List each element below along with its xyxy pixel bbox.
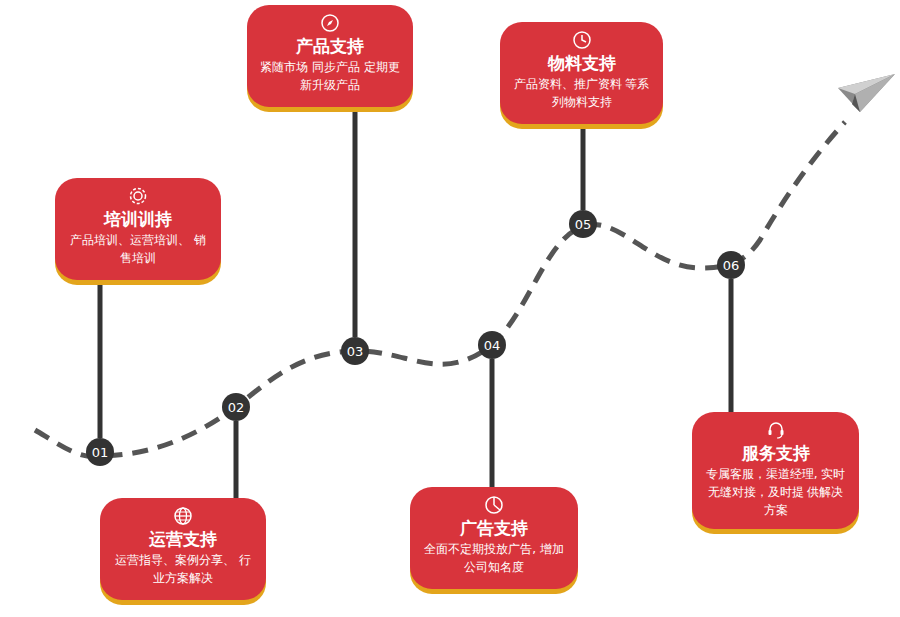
callout-number: 02 bbox=[228, 400, 245, 415]
box-body: 全面不定期投放广告, 增加公司知名度 bbox=[420, 540, 568, 576]
stem-connector bbox=[353, 107, 358, 337]
box-body: 运营指导、案例分享、 行业方案解决 bbox=[110, 551, 256, 587]
box-heading: 服务支持 bbox=[702, 442, 849, 465]
stem-connector bbox=[234, 421, 239, 498]
callout-number: 06 bbox=[723, 258, 740, 273]
paper-plane bbox=[838, 74, 895, 112]
box-body: 产品培训、运营培训、 销售培训 bbox=[65, 231, 211, 267]
callout-number: 03 bbox=[347, 344, 364, 359]
support-box: 广告支持全面不定期投放广告, 增加公司知名度 bbox=[410, 487, 578, 589]
support-box: 产品支持紧随市场 同步产品 定期更新升级产品 bbox=[247, 5, 413, 107]
box-heading: 广告支持 bbox=[420, 517, 568, 540]
box-icon bbox=[173, 506, 193, 526]
support-box: 培训训持产品培训、运营培训、 销售培训 bbox=[55, 178, 221, 280]
stem-connector bbox=[98, 280, 103, 438]
step-circle: 01 bbox=[86, 438, 114, 466]
support-box: 运营支持运营指导、案例分享、 行业方案解决 bbox=[100, 498, 266, 600]
stem-connector bbox=[490, 359, 495, 487]
step-circle: 05 bbox=[569, 210, 597, 238]
box-heading: 运营支持 bbox=[110, 528, 256, 551]
support-box: 服务支持专属客服，渠道经理, 实时无缝对接，及时提 供解决方案 bbox=[692, 412, 859, 529]
support-box: 物料支持产品资料、推广资料 等系列物料支持 bbox=[500, 22, 663, 124]
box-heading: 产品支持 bbox=[257, 35, 403, 58]
box-icon bbox=[128, 186, 148, 206]
box-icon bbox=[766, 420, 786, 440]
stem-connector bbox=[581, 124, 586, 210]
step-circle: 04 bbox=[478, 331, 506, 359]
box-heading: 培训训持 bbox=[65, 208, 211, 231]
box-icon bbox=[572, 30, 592, 50]
box-heading: 物料支持 bbox=[510, 52, 653, 75]
step-circle: 02 bbox=[222, 393, 250, 421]
box-body: 紧随市场 同步产品 定期更新升级产品 bbox=[257, 58, 403, 94]
stem-connector bbox=[729, 279, 734, 412]
dashed-curve bbox=[35, 122, 845, 457]
callout-number: 04 bbox=[484, 338, 501, 353]
box-body: 专属客服，渠道经理, 实时无缝对接，及时提 供解决方案 bbox=[702, 465, 849, 519]
callout-number: 05 bbox=[575, 217, 592, 232]
box-icon bbox=[320, 13, 340, 33]
step-circle: 06 bbox=[717, 251, 745, 279]
step-circle: 03 bbox=[341, 337, 369, 365]
box-icon bbox=[484, 495, 504, 515]
box-body: 产品资料、推广资料 等系列物料支持 bbox=[510, 75, 653, 111]
callout-number: 01 bbox=[92, 445, 109, 460]
